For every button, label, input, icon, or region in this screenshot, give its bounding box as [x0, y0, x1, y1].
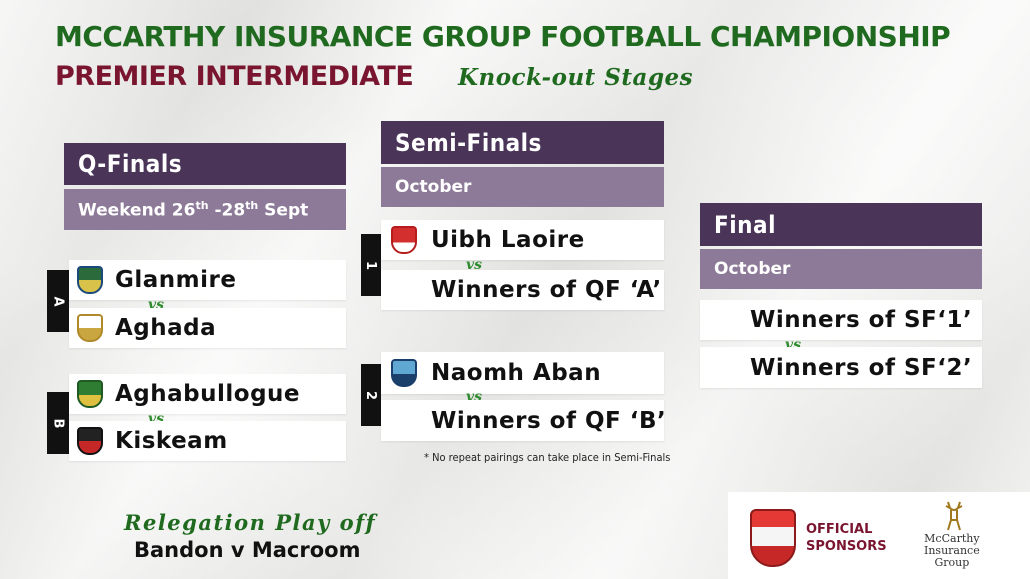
aghabullogue-crest-icon — [77, 380, 103, 408]
sf-2-home-team: Naomh Aban — [431, 360, 602, 386]
sf-1-home-team: Uibh Laoire — [431, 227, 585, 253]
cork-gaa-crest-icon — [750, 509, 796, 567]
relegation-match: Bandon v Macroom — [134, 538, 361, 562]
sf-1-away-team: Winners of QF ‘A’ — [431, 277, 662, 303]
sf-1-tag: 1 — [361, 234, 381, 296]
qf-b-home-team: Aghabullogue — [115, 381, 301, 407]
sf-1-away-row: Winners of QF ‘A’ — [381, 270, 664, 310]
championship-title: MCCARTHY INSURANCE GROUP FOOTBALL CHAMPI… — [55, 20, 951, 53]
qf-b-tag: B — [47, 392, 69, 454]
sf-header: Semi-Finals — [381, 121, 664, 164]
sf-date-bar: October — [381, 167, 664, 207]
final-home-team: Winners of SF‘1’ — [750, 307, 973, 333]
qf-date: Weekend 26th -28th Sept — [78, 198, 309, 221]
relegation-title: Relegation Play off — [124, 510, 377, 535]
naomh-aban-crest-icon — [391, 359, 417, 387]
sf-1-vs: vs — [466, 257, 483, 273]
sf-1-home-row: Uibh Laoire — [381, 220, 664, 260]
uibh-laoire-crest-icon — [391, 226, 417, 254]
final-title: Final — [714, 210, 776, 239]
qf-date-bar: Weekend 26th -28th Sept — [64, 189, 346, 230]
qf-title: Q-Finals — [78, 150, 183, 178]
kiskeam-crest-icon — [77, 427, 103, 455]
aghada-crest-icon — [77, 314, 103, 342]
sf-date: October — [395, 177, 472, 197]
sf-footnote: * No repeat pairings can take place in S… — [424, 451, 671, 464]
final-home-row: Winners of SF‘1’ — [700, 300, 982, 340]
sf-2-away-team: Winners of QF ‘B’ — [431, 407, 667, 434]
final-date-bar: October — [700, 249, 982, 289]
final-header: Final — [700, 203, 982, 246]
sf-2-home-row: Naomh Aban — [381, 352, 664, 394]
final-away-row: Winners of SF‘2’ — [700, 347, 982, 388]
qf-b-home-row: Aghabullogue — [69, 374, 346, 414]
qf-a-home-row: Glanmire — [69, 260, 346, 300]
qf-a-tag: A — [47, 270, 69, 332]
glanmire-crest-icon — [77, 266, 103, 294]
final-away-team: Winners of SF‘2’ — [750, 354, 973, 381]
qf-a-away-row: Aghada — [69, 308, 346, 348]
mccarthy-insurance-logo: McCarthy Insurance Group — [924, 532, 980, 569]
qf-b-away-row: Kiskeam — [69, 421, 346, 461]
qf-b-away-team: Kiskeam — [115, 428, 228, 454]
qf-a-home-team: Glanmire — [115, 267, 237, 293]
sf-2-away-row: Winners of QF ‘B’ — [381, 400, 667, 441]
qf-a-away-team: Aghada — [115, 315, 217, 341]
stage-title: Knock-out Stages — [458, 64, 694, 91]
sf-2-tag: 2 — [361, 364, 381, 426]
grade-title: PREMIER INTERMEDIATE — [55, 61, 414, 92]
stag-logo-icon — [940, 500, 968, 532]
official-sponsors-label: OFFICIAL SPONSORS — [806, 522, 887, 554]
sf-title: Semi-Finals — [395, 128, 542, 157]
qf-header: Q-Finals — [64, 143, 346, 185]
final-date: October — [714, 259, 791, 279]
